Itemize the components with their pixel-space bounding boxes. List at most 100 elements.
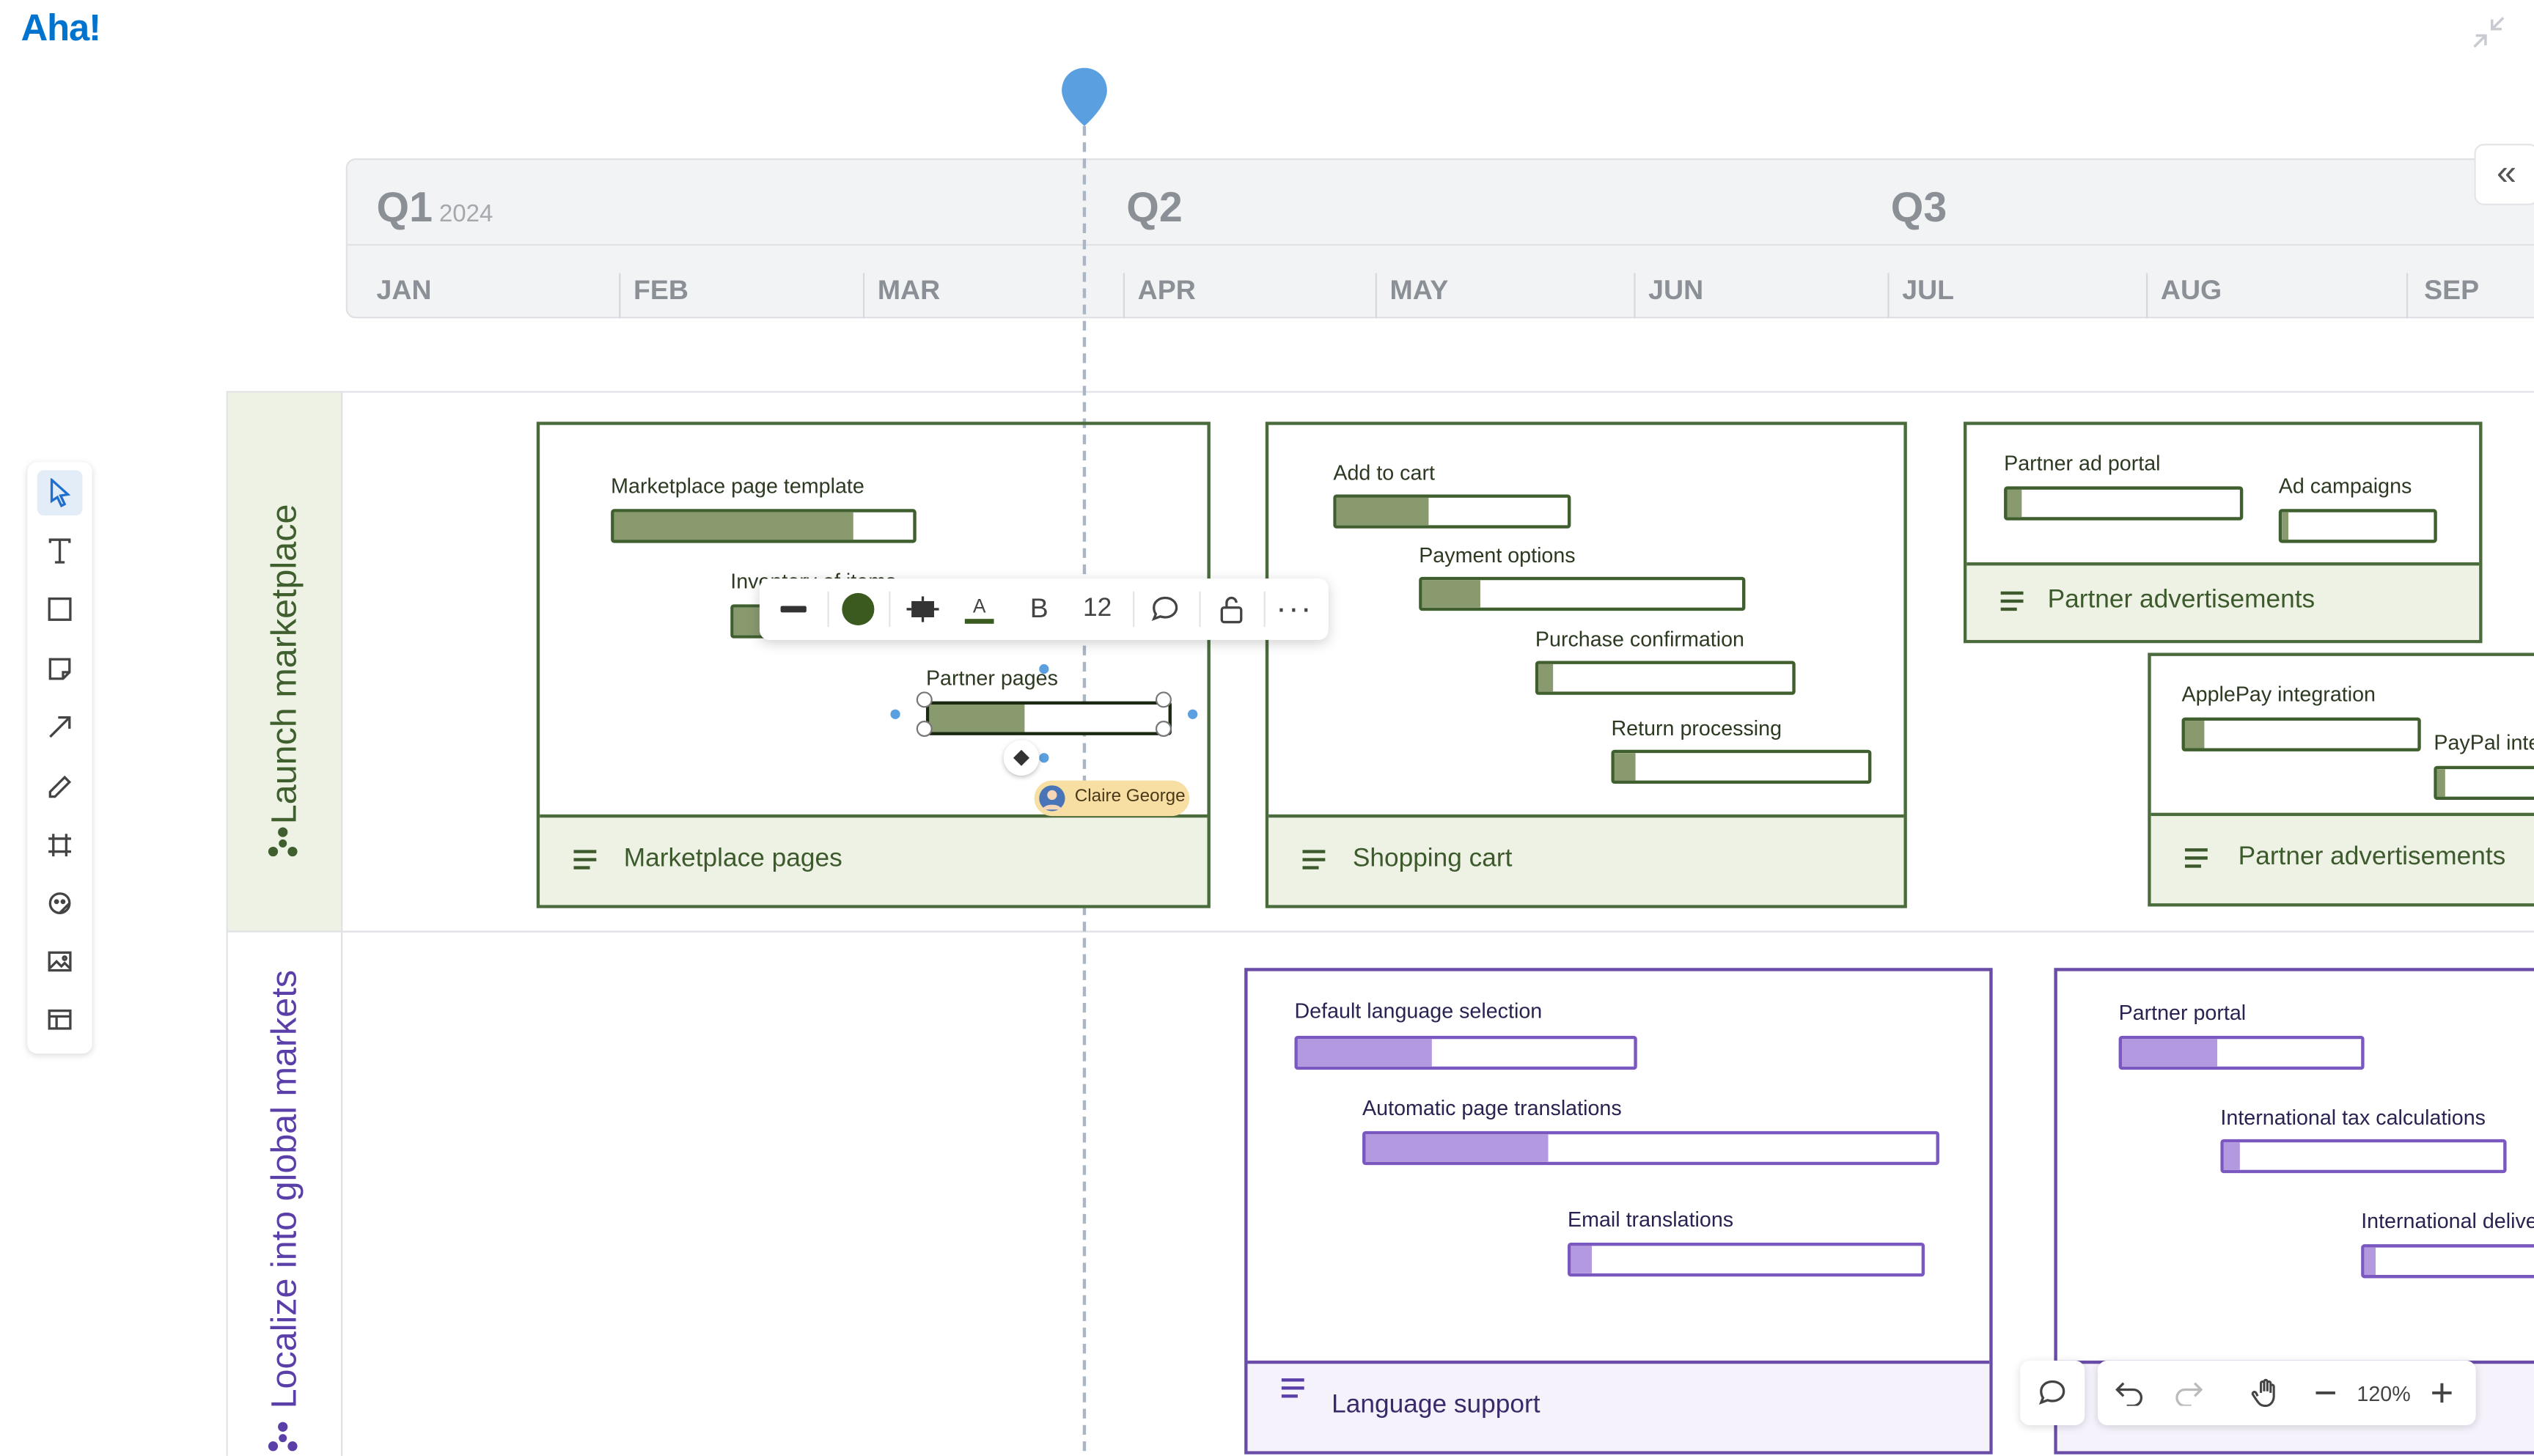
zoom-toolbar: 120% [2097, 1360, 2476, 1426]
feature-bar[interactable] [1535, 661, 1796, 695]
menu-lines-icon [1999, 589, 2024, 612]
hierarchy-icon [267, 1420, 299, 1452]
sticky-note-icon[interactable] [37, 647, 83, 692]
feature-bar[interactable] [1611, 749, 1872, 784]
initiative-marketplace-pages[interactable]: Marketplace page template Inventory of i… [536, 422, 1211, 908]
progress-fill [2223, 1142, 2241, 1170]
fill-color-button[interactable] [837, 588, 879, 630]
menu-lines-icon [2184, 847, 2209, 869]
feature-bar[interactable] [2361, 1244, 2534, 1279]
zoom-out-icon[interactable] [2307, 1373, 2343, 1412]
initiative-partner-advertisements-2[interactable]: ApplePay integration PayPal inte Partner… [2148, 652, 2534, 907]
image-tool-icon[interactable] [37, 939, 83, 985]
aha-logo[interactable]: Aha! [21, 6, 101, 49]
feature-label: Return processing [1611, 716, 1782, 740]
divider [1133, 591, 1135, 628]
feature-bar[interactable] [1567, 1242, 1925, 1277]
pen-tool-icon[interactable] [37, 765, 83, 810]
feature-bar[interactable] [1419, 576, 1746, 611]
feature-bar[interactable] [2181, 717, 2421, 751]
text-tool-icon[interactable] [37, 529, 83, 574]
progress-fill [2364, 1247, 2376, 1276]
frame-tool-icon[interactable] [37, 823, 83, 868]
feature-bar[interactable] [2434, 765, 2534, 801]
border-style-icon[interactable] [898, 588, 947, 630]
feature-label: Add to cart [1333, 460, 1435, 485]
font-size-button[interactable]: 12 [1082, 595, 1112, 622]
more-options-icon[interactable]: ··· [1276, 590, 1313, 627]
arrow-tool-icon[interactable] [37, 705, 83, 750]
select-tool-icon[interactable] [37, 470, 83, 516]
feature-bar[interactable] [1294, 1035, 1637, 1070]
progress-fill [1365, 1134, 1549, 1162]
line-style-icon[interactable] [773, 588, 815, 630]
feature-bar[interactable] [2220, 1139, 2507, 1174]
feature-bar[interactable] [2118, 1035, 2365, 1070]
menu-lines-icon [1280, 1377, 1306, 1400]
feature-bar[interactable] [1333, 494, 1571, 529]
bold-button[interactable]: B [1029, 592, 1049, 624]
initiative-partner-advertisements[interactable]: Partner ad portal Ad campaigns Partner a… [1963, 422, 2483, 644]
feature-bar[interactable] [2004, 486, 2244, 521]
feature-label: PayPal inte [2434, 730, 2534, 755]
progress-fill [1571, 1246, 1593, 1273]
avatar [1039, 785, 1065, 812]
feature-bar[interactable] [1362, 1130, 1939, 1166]
redo-icon[interactable] [2169, 1373, 2208, 1412]
quarter-label: Q2 [1126, 183, 1183, 232]
today-pin-icon[interactable] [1059, 65, 1111, 129]
text-color-button[interactable]: A [958, 588, 1000, 630]
feature-label: Partner pages [925, 666, 1058, 691]
resize-handle[interactable] [916, 721, 933, 738]
feature-bar-selected[interactable] [925, 701, 1172, 735]
rectangle-tool-icon[interactable] [37, 587, 83, 632]
hand-tool-icon[interactable] [2247, 1373, 2285, 1412]
resize-handle[interactable] [1155, 691, 1172, 708]
feature-label: Payment options [1419, 543, 1576, 567]
progress-fill [2436, 769, 2446, 797]
template-tool-icon[interactable] [37, 997, 83, 1043]
collaborator-cursor: Claire George [1034, 780, 1190, 817]
feature-label: ApplePay integration [2181, 682, 2376, 707]
month-apr: APR [1137, 274, 1196, 306]
connector-dot[interactable] [1039, 753, 1049, 763]
menu-lines-icon [572, 848, 598, 871]
progress-fill [1538, 663, 1554, 692]
text-color-label: A [972, 595, 986, 617]
lane-localize-global: Localize into global markets [226, 930, 2534, 1456]
feature-bar[interactable] [611, 509, 917, 543]
resize-handle[interactable] [916, 691, 933, 708]
collapse-panel-button[interactable]: « [2474, 144, 2534, 205]
feature-label: Marketplace page template [611, 473, 864, 498]
month-divider [1123, 273, 1125, 319]
sticker-tool-icon[interactable] [37, 880, 83, 926]
progress-fill [1422, 580, 1480, 608]
comments-icon[interactable] [2033, 1373, 2072, 1412]
connector-dot[interactable] [1039, 663, 1049, 674]
resize-handle[interactable] [1155, 721, 1172, 738]
connector-dot[interactable] [1188, 709, 1198, 719]
exit-fullscreen-icon[interactable] [2469, 13, 2508, 52]
month-jul: JUL [1902, 274, 1955, 306]
progress-fill [2184, 721, 2204, 749]
comment-icon[interactable] [1145, 588, 1186, 630]
initiative-shopping-cart[interactable]: Add to cart Payment options Purchase con… [1265, 422, 1907, 908]
menu-lines-icon [1301, 848, 1326, 871]
diamond-handle-icon[interactable] [1003, 740, 1040, 776]
initiative-language-support[interactable]: Default language selection Automatic pag… [1244, 968, 1993, 1455]
feature-label: Ad campaigns [2278, 473, 2412, 498]
feature-label: International tax calculations [2220, 1105, 2486, 1130]
zoom-in-icon[interactable] [2424, 1373, 2459, 1412]
connector-dot[interactable] [890, 709, 900, 719]
unlock-icon[interactable] [1211, 588, 1252, 630]
feature-bar[interactable] [2278, 509, 2437, 543]
month-aug: AUG [2160, 274, 2222, 306]
zoom-level[interactable]: 120% [2357, 1380, 2411, 1405]
month-feb: FEB [634, 274, 688, 306]
initiative-title: Language support [1332, 1391, 1540, 1419]
lane-label-panel: Launch marketplace [227, 392, 343, 931]
progress-fill [614, 512, 853, 540]
month-divider [619, 273, 621, 319]
undo-icon[interactable] [2111, 1373, 2150, 1412]
